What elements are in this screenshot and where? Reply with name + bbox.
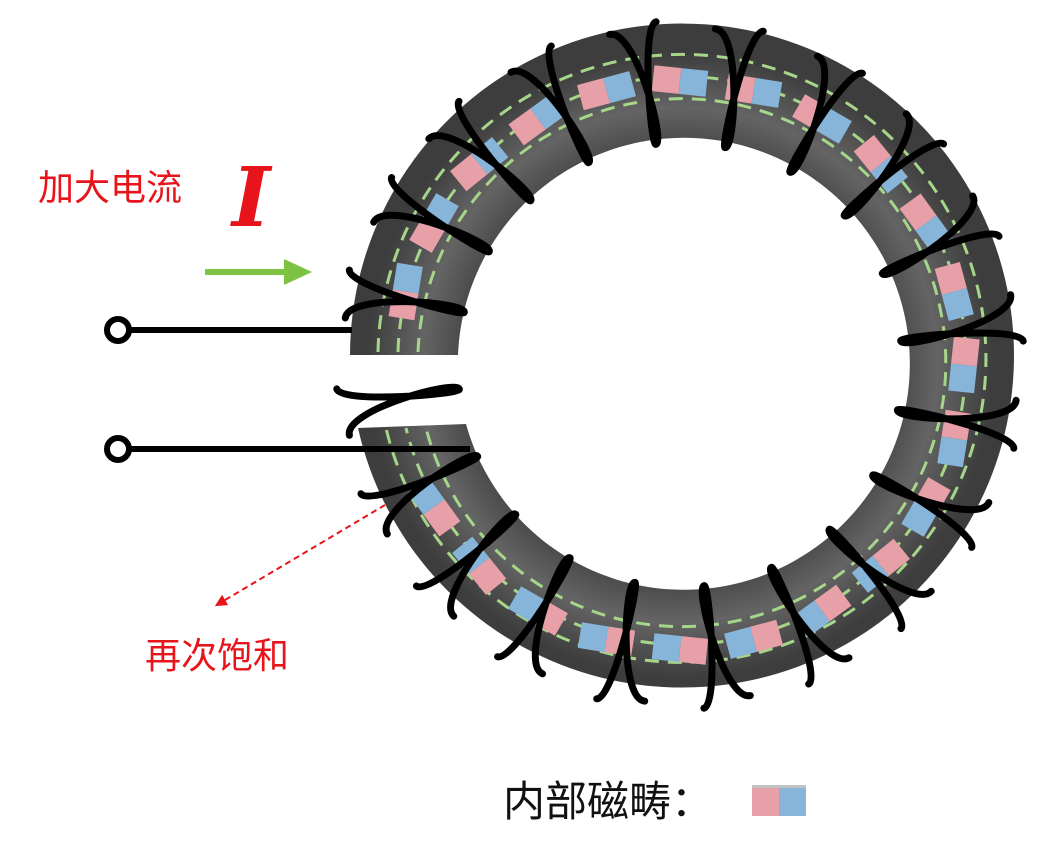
current-symbol: I (230, 150, 273, 246)
magnetic-domain (651, 65, 709, 97)
legend-domain-swatch (752, 785, 806, 816)
legend-label: 内部磁畴： (503, 777, 713, 826)
magnetic-domain (934, 262, 974, 321)
lead-wires (104, 316, 470, 463)
terminal-circle-icon (104, 435, 132, 463)
coil-turn (840, 110, 948, 220)
magnetic-domain (899, 193, 953, 253)
coil-turn (606, 18, 662, 148)
toroid-core (350, 23, 1014, 688)
increase-current-label: 加大电流 (38, 168, 182, 209)
coil-windings (333, 18, 1027, 712)
coil-turn (897, 291, 1027, 347)
resaturation-label: 再次饱和 (145, 636, 289, 677)
coil-turn (869, 471, 993, 551)
magnetic-domain (651, 633, 709, 665)
coil-turn (698, 582, 754, 712)
coil-turn (786, 52, 866, 176)
arrow-right-icon (205, 259, 312, 285)
magnetic-domain (948, 336, 980, 394)
coil-turn (341, 266, 468, 322)
coil-turn (711, 25, 767, 152)
coil-turn (494, 554, 574, 678)
coil-turn (507, 42, 593, 167)
terminal-circle-icon (104, 316, 132, 344)
coil-turn (370, 174, 493, 256)
coil-turn (878, 192, 1003, 278)
coil-turn (825, 525, 935, 633)
coil-turn (893, 396, 1020, 452)
coil-turn (412, 510, 520, 620)
magnetic-domain (577, 71, 636, 111)
coil-turn (333, 383, 463, 439)
coil-turn (357, 452, 482, 538)
magnetic-domain (724, 619, 783, 659)
coil-turn (767, 563, 853, 688)
dashed-arrow-icon (214, 504, 386, 607)
coil-turn (593, 578, 649, 705)
coil-turn (425, 97, 535, 205)
